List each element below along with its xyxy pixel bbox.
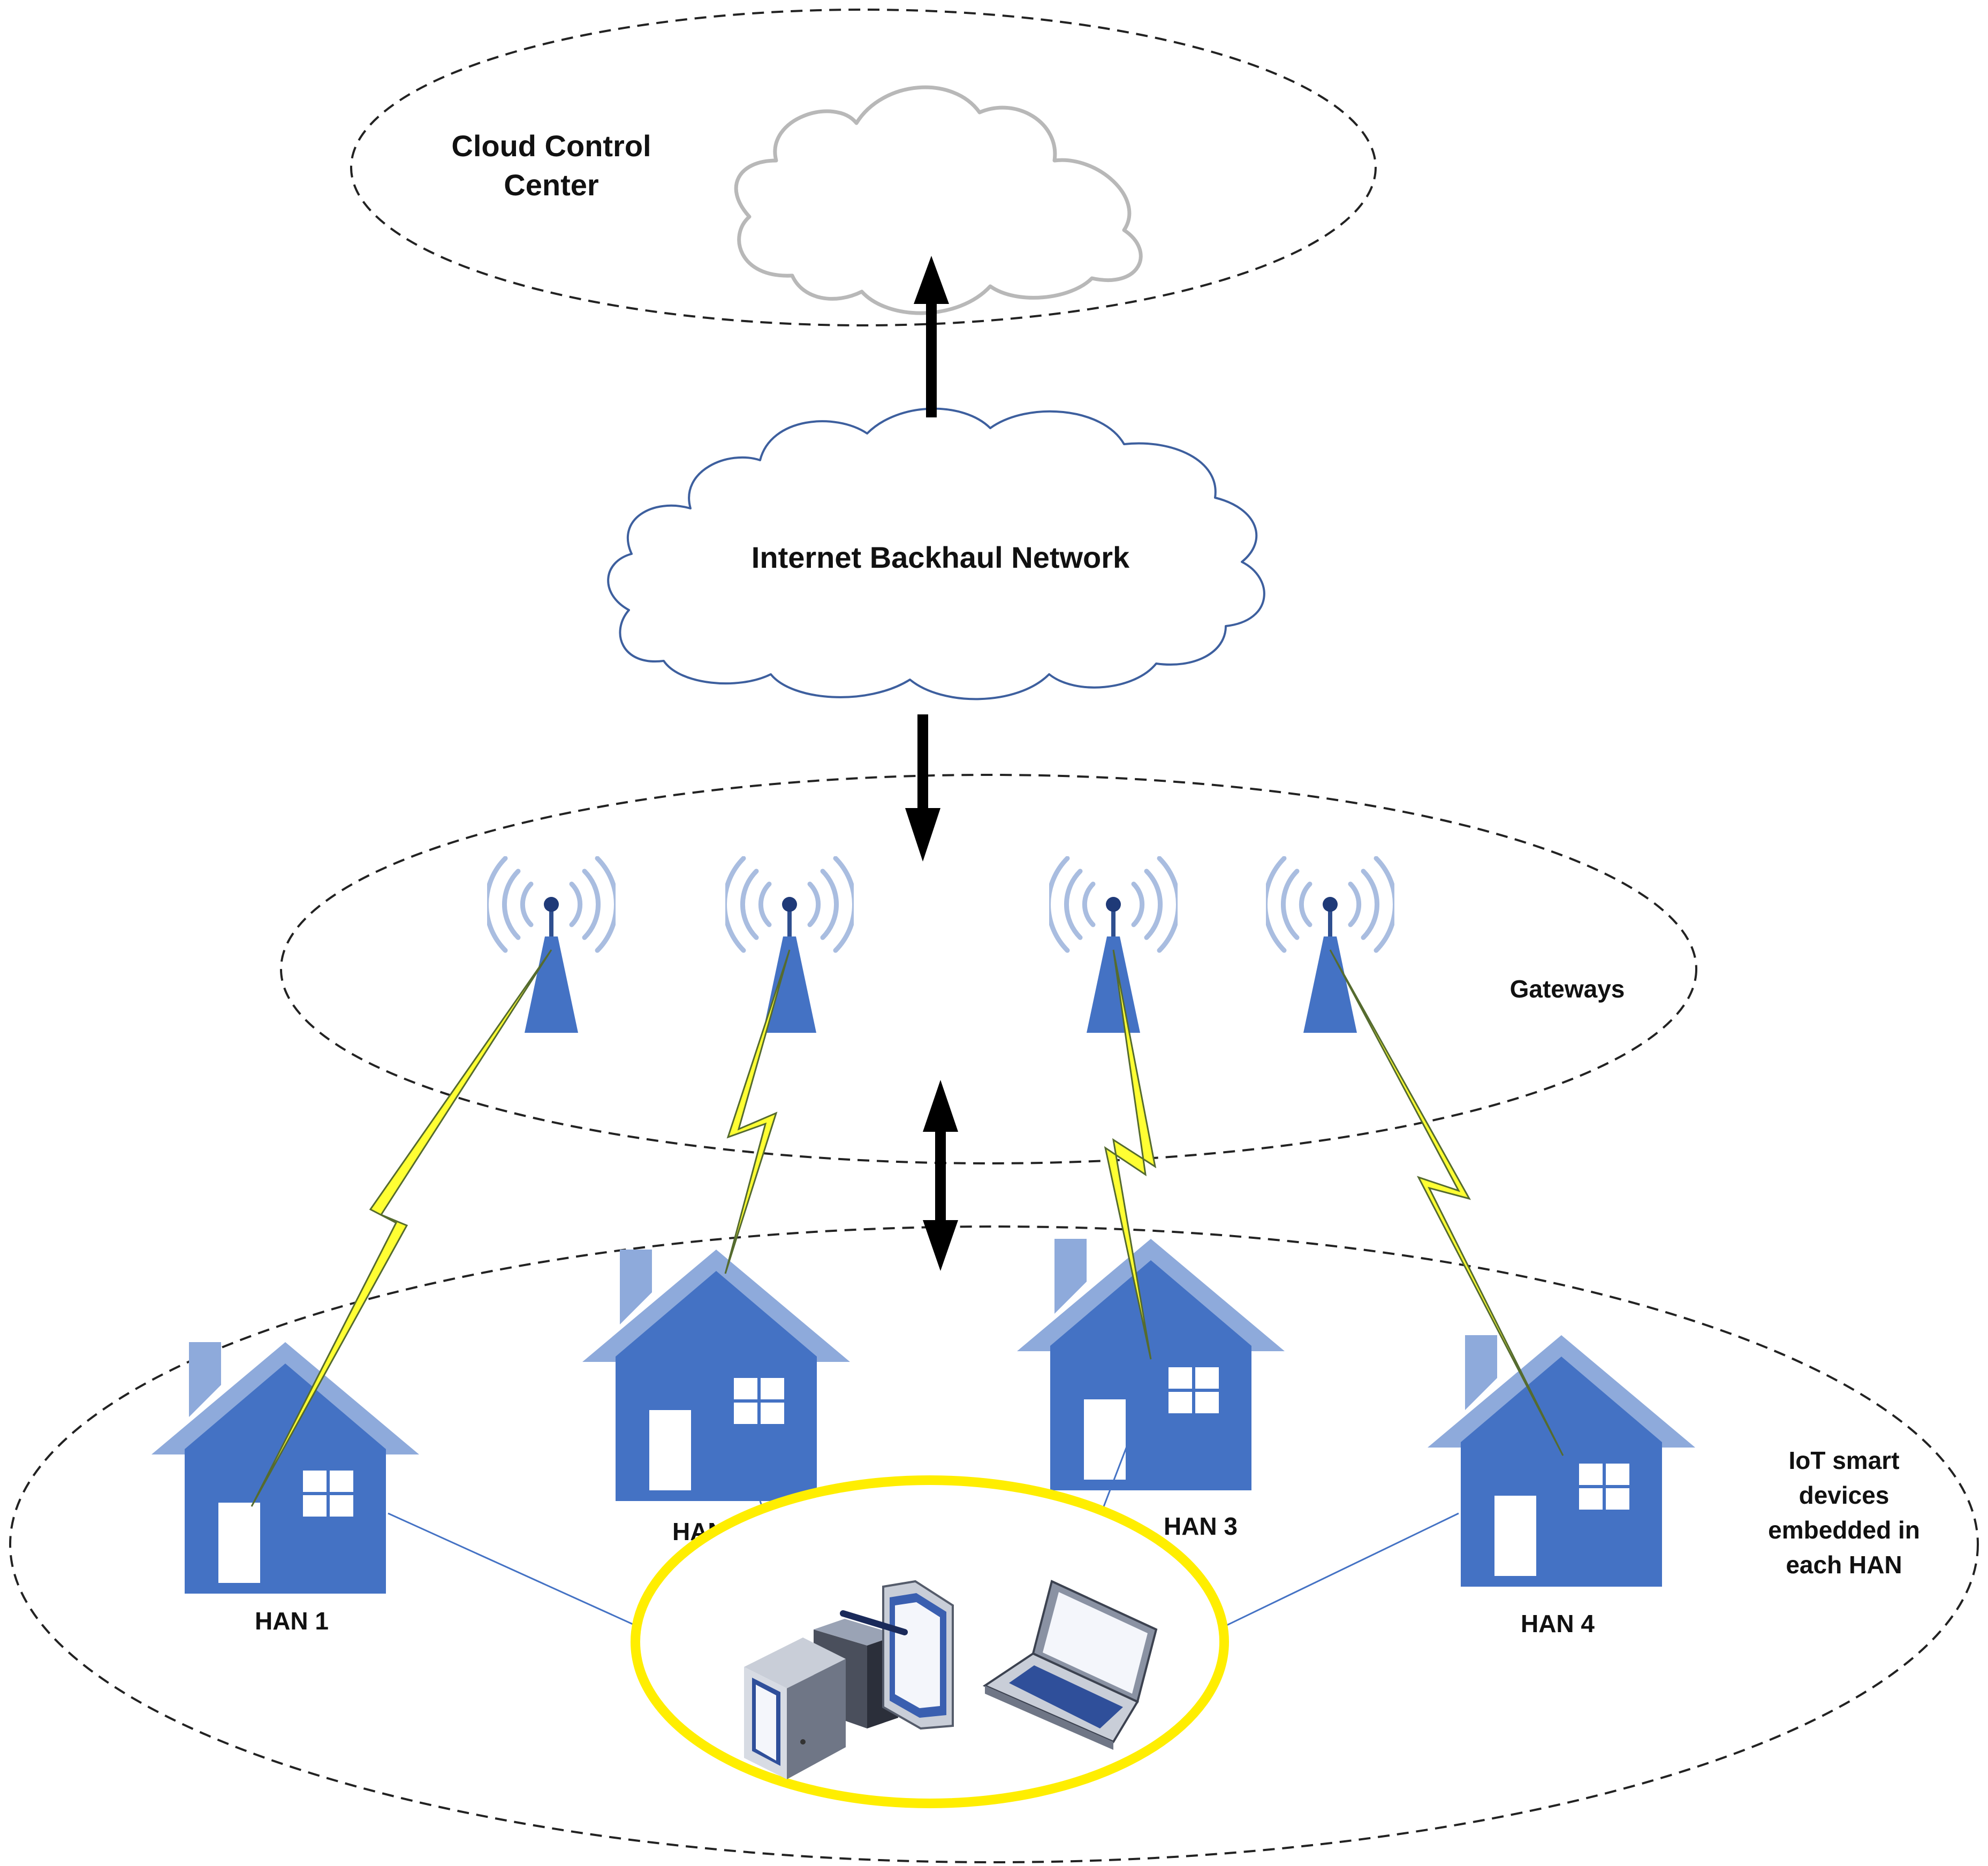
han-layer-ellipse xyxy=(9,1225,1979,1863)
iot-devices-label-line4: each HAN xyxy=(1786,1551,1902,1579)
cloud-layer-ellipse xyxy=(350,9,1377,326)
wireless-link-han2 xyxy=(724,949,791,1274)
han4-label: HAN 4 xyxy=(1521,1610,1595,1637)
han1-device-link xyxy=(388,1512,651,1633)
arrow-up-to-cloud xyxy=(914,256,949,417)
gateways-label: Gateways xyxy=(1510,975,1625,1003)
gateway-layer-ellipse xyxy=(280,774,1697,1164)
han4-device-link xyxy=(1212,1512,1459,1633)
internet-backhaul-label: Internet Backhaul Network xyxy=(752,540,1130,574)
antenna-tower-icon xyxy=(1265,858,1395,1033)
antenna-tower-icon xyxy=(487,858,617,1033)
house-icon xyxy=(1017,1239,1285,1490)
iot-devices-label-line1: IoT smart xyxy=(1788,1446,1899,1474)
cloud-icon xyxy=(607,407,1265,700)
han3-label: HAN 3 xyxy=(1164,1512,1238,1540)
tablet-icon xyxy=(840,1580,954,1730)
cloud-icon xyxy=(734,85,1143,315)
iot-devices-label-line2: devices xyxy=(1799,1481,1890,1509)
cloud-control-center-label-line1: Cloud Control xyxy=(451,129,651,163)
wireless-link-han3 xyxy=(1104,949,1157,1360)
iot-devices-label-line3: embedded in xyxy=(1768,1516,1920,1544)
wireless-link-han1 xyxy=(251,949,552,1507)
han1-label: HAN 1 xyxy=(255,1607,329,1635)
house-icon xyxy=(582,1250,850,1501)
house-icon xyxy=(151,1342,419,1594)
antenna-tower-icon xyxy=(725,858,855,1033)
cloud-control-center-label-line2: Center xyxy=(504,168,598,202)
antenna-tower-icon xyxy=(1049,858,1179,1033)
wireless-link-han4 xyxy=(1329,949,1564,1456)
laptop-icon xyxy=(982,1580,1158,1750)
arrow-bidirectional xyxy=(923,1080,958,1271)
house-icon xyxy=(1428,1335,1695,1587)
arrow-down-to-gateways xyxy=(905,714,940,862)
